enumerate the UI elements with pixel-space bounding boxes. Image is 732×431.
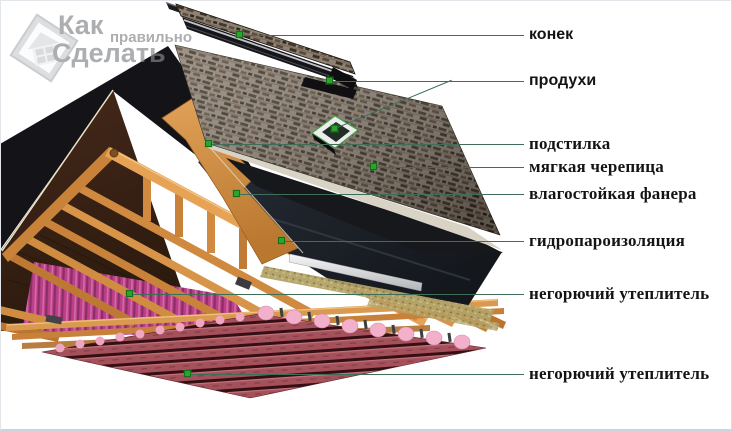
label-gidro: гидропароизоляция [529,231,686,250]
ceiling-insulation-slab [41,305,487,399]
site-watermark: Как правильно Сделать [0,0,240,100]
batten-strip-2 [367,298,500,331]
ridge-cap [166,2,356,75]
marker-konek [236,31,243,38]
watermark-word-2: правильно [110,29,192,46]
leader-line-produhi [333,81,524,83]
leader-line-konek [243,35,524,37]
marker-gidro [278,237,285,244]
watermark-word-1: Как [58,10,104,40]
batten-strip [260,266,494,321]
marker-podstilka [205,140,212,147]
leader-line-uteplitel-2 [191,374,524,376]
leader-line-podstilka [212,144,524,146]
leader-line-fanera [240,194,524,196]
underlayment-shadow-flap [226,158,503,253]
label-cherepitsa: мягкая черепица [529,157,664,176]
flashing-bar [288,253,423,292]
leader-line-gidro [285,241,524,243]
house-logo-icon [9,13,79,83]
marker-cherepitsa [370,163,377,170]
leader-line-uteplitel-1 [133,294,524,296]
marker-uteplitel-1 [126,290,133,297]
marker-fanera [233,190,240,197]
label-fanera: влагостойкая фанера [529,184,697,203]
label-uteplitel-1: негорючий утеплитель [529,284,710,303]
label-podstilka: подстилка [529,134,611,153]
leader-line-cherepitsa [377,167,524,169]
marker-produhi-ridge [326,77,333,84]
marker-uteplitel-2 [184,370,191,377]
ridge-vent-strip [182,17,358,99]
label-uteplitel-2: негорючий утеплитель [529,364,710,383]
marker-produhi-vent [331,125,338,132]
watermark-word-3: Сделать [52,38,166,68]
underlayment-sheet [204,141,502,250]
label-produhi: продухи [529,72,597,89]
label-konek: конек [529,26,574,43]
underlay-edge-line [205,142,304,254]
